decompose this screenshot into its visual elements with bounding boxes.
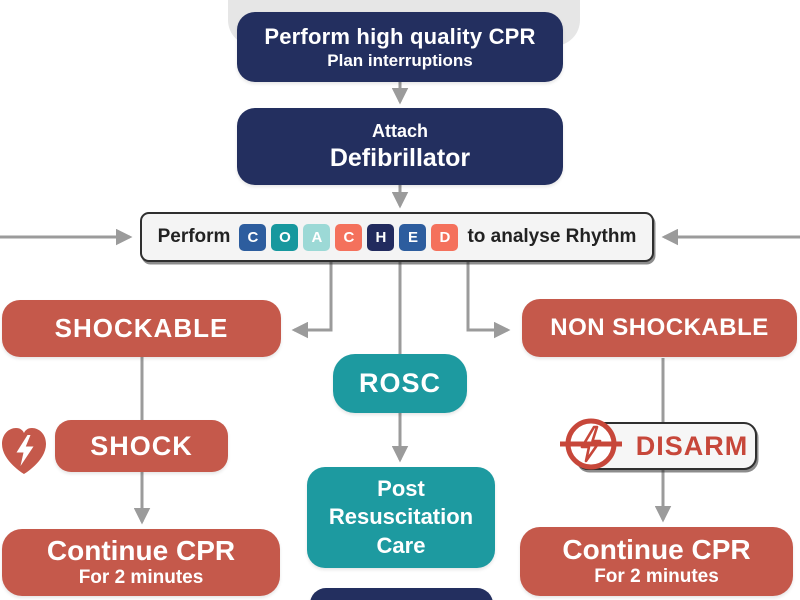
tile-o: O [271,223,299,251]
node-coached-bar: Perform C O A C H E D to analyse Rhythm [140,212,654,262]
rosc-label: ROSC [358,368,441,398]
node-shockable: SHOCKABLE [2,300,281,357]
attach-label: Attach [371,120,428,141]
coached-tiles: C O A C H E D [239,223,459,251]
tile-h: H [367,223,395,251]
perform-cpr-title: Perform high quality CPR [264,24,536,50]
coached-prefix: Perform [157,226,231,247]
tile-c1: C [239,223,267,251]
coached-suffix: to analyse Rhythm [467,226,637,247]
perform-cpr-subtitle: Plan interruptions [327,50,473,70]
tile-c2: C [335,223,363,251]
tile-a: A [303,223,331,251]
disarm-label: DISARM [635,430,749,461]
node-rosc: ROSC [333,354,467,413]
continue-cpr-right-title: Continue CPR [562,534,751,565]
connector-coached-to-shockable [291,262,333,339]
continue-cpr-right-subtitle: For 2 minutes [594,566,719,588]
post-line3: Care [376,532,426,558]
node-perform-cpr: Perform high quality CPR Plan interrupti… [237,12,563,82]
node-shock: SHOCK [55,420,228,472]
node-non-shockable: NON SHOCKABLE [522,299,797,357]
node-bottom-partial [310,588,493,600]
connector-coached-to-nonshockable [466,262,511,339]
node-post-resuscitation-care: Post Resuscitation Care [307,467,495,568]
continue-cpr-left-subtitle: For 2 minutes [78,567,204,589]
post-line1: Post [377,475,425,501]
non-shockable-label: NON SHOCKABLE [550,314,769,341]
tile-e: E [399,223,427,251]
node-continue-cpr-left: Continue CPR For 2 minutes [2,529,280,596]
shockable-label: SHOCKABLE [54,313,229,343]
node-continue-cpr-right: Continue CPR For 2 minutes [520,527,793,596]
continue-cpr-left-title: Continue CPR [46,535,236,566]
defibrillator-label: Defibrillator [329,144,471,173]
node-attach-defibrillator: Attach Defibrillator [237,108,563,185]
shock-label: SHOCK [90,430,193,461]
tile-d: D [431,223,459,251]
heart-lightning-icon [0,422,49,478]
no-shock-crossed-bolt-icon [557,415,625,473]
post-line2: Resuscitation [328,504,474,530]
